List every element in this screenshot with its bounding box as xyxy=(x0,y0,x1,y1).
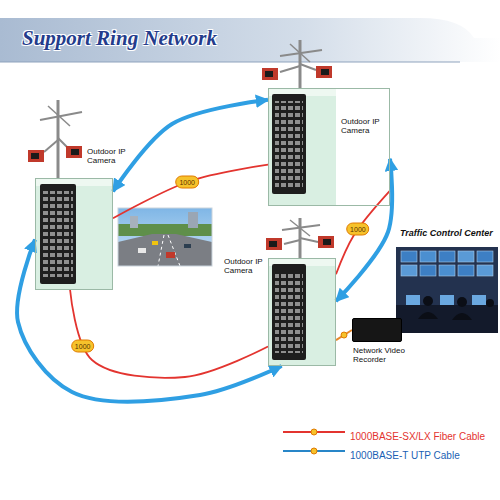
camera-site: Outdoor IP Camera xyxy=(268,258,336,366)
control-room-photo xyxy=(396,247,498,333)
text-holder: Network Video Recorder xyxy=(353,346,417,364)
utp-link xyxy=(17,240,282,402)
control-center: Traffic Control Center xyxy=(397,226,497,334)
fiber-link xyxy=(113,165,268,219)
switch xyxy=(272,264,306,360)
fiber-link xyxy=(70,290,268,378)
nvr-link xyxy=(336,330,352,340)
video-recorder: Network Video Recorder xyxy=(352,318,402,342)
speed-label: 1000 xyxy=(175,175,199,188)
switch-ports xyxy=(43,191,73,277)
fiber-link xyxy=(336,191,390,275)
site-label: Outdoor IP Camera xyxy=(87,147,131,165)
site-label: Outdoor IP Camera xyxy=(341,117,387,135)
speed-label: 1000 xyxy=(346,223,370,236)
cabinet xyxy=(35,178,113,290)
diagram-title: Support Ring Network xyxy=(22,26,217,51)
title-holder: Support Ring Network xyxy=(22,26,217,51)
label-holder: 1000 xyxy=(175,175,199,188)
link-dot xyxy=(341,332,347,338)
label-holder: 1000 xyxy=(71,339,95,352)
legend-text: 1000BASE-T UTP Cable xyxy=(350,450,460,461)
camera-pole xyxy=(28,100,82,178)
cabinet xyxy=(268,258,336,366)
utp-link xyxy=(336,159,392,301)
camera-pole xyxy=(266,218,334,258)
switch xyxy=(272,94,306,194)
title-banner xyxy=(0,18,500,62)
camera-site: Outdoor IP Camera xyxy=(268,88,390,206)
text-holder: Traffic Control Center xyxy=(400,228,493,238)
cabinet xyxy=(268,88,336,206)
banner-rule xyxy=(0,62,460,63)
camera-pole xyxy=(262,40,332,88)
device-label: Network Video Recorder xyxy=(353,346,417,364)
utp-link xyxy=(113,100,268,192)
road-photo xyxy=(118,208,212,266)
legend-item: 1000BASE-T UTP Cable xyxy=(350,445,460,463)
switch-ports xyxy=(275,271,303,353)
speed-label: 1000 xyxy=(71,339,95,352)
center-title: Traffic Control Center xyxy=(400,228,493,238)
legend-sample xyxy=(283,448,345,454)
text-holder: Outdoor IP Camera xyxy=(87,147,131,165)
switch xyxy=(40,184,76,284)
text-holder: Outdoor IP Camera xyxy=(341,117,387,135)
legend-sample xyxy=(283,429,345,435)
text-holder: Outdoor IP Camera xyxy=(224,257,265,275)
label-holder: 1000 xyxy=(346,223,370,236)
switch-ports xyxy=(275,101,303,187)
legend-item: 1000BASE-SX/LX Fiber Cable xyxy=(350,426,485,444)
site-label: Outdoor IP Camera xyxy=(224,257,265,275)
legend-text: 1000BASE-SX/LX Fiber Cable xyxy=(350,431,485,442)
camera-site: Outdoor IP Camera xyxy=(35,178,113,290)
